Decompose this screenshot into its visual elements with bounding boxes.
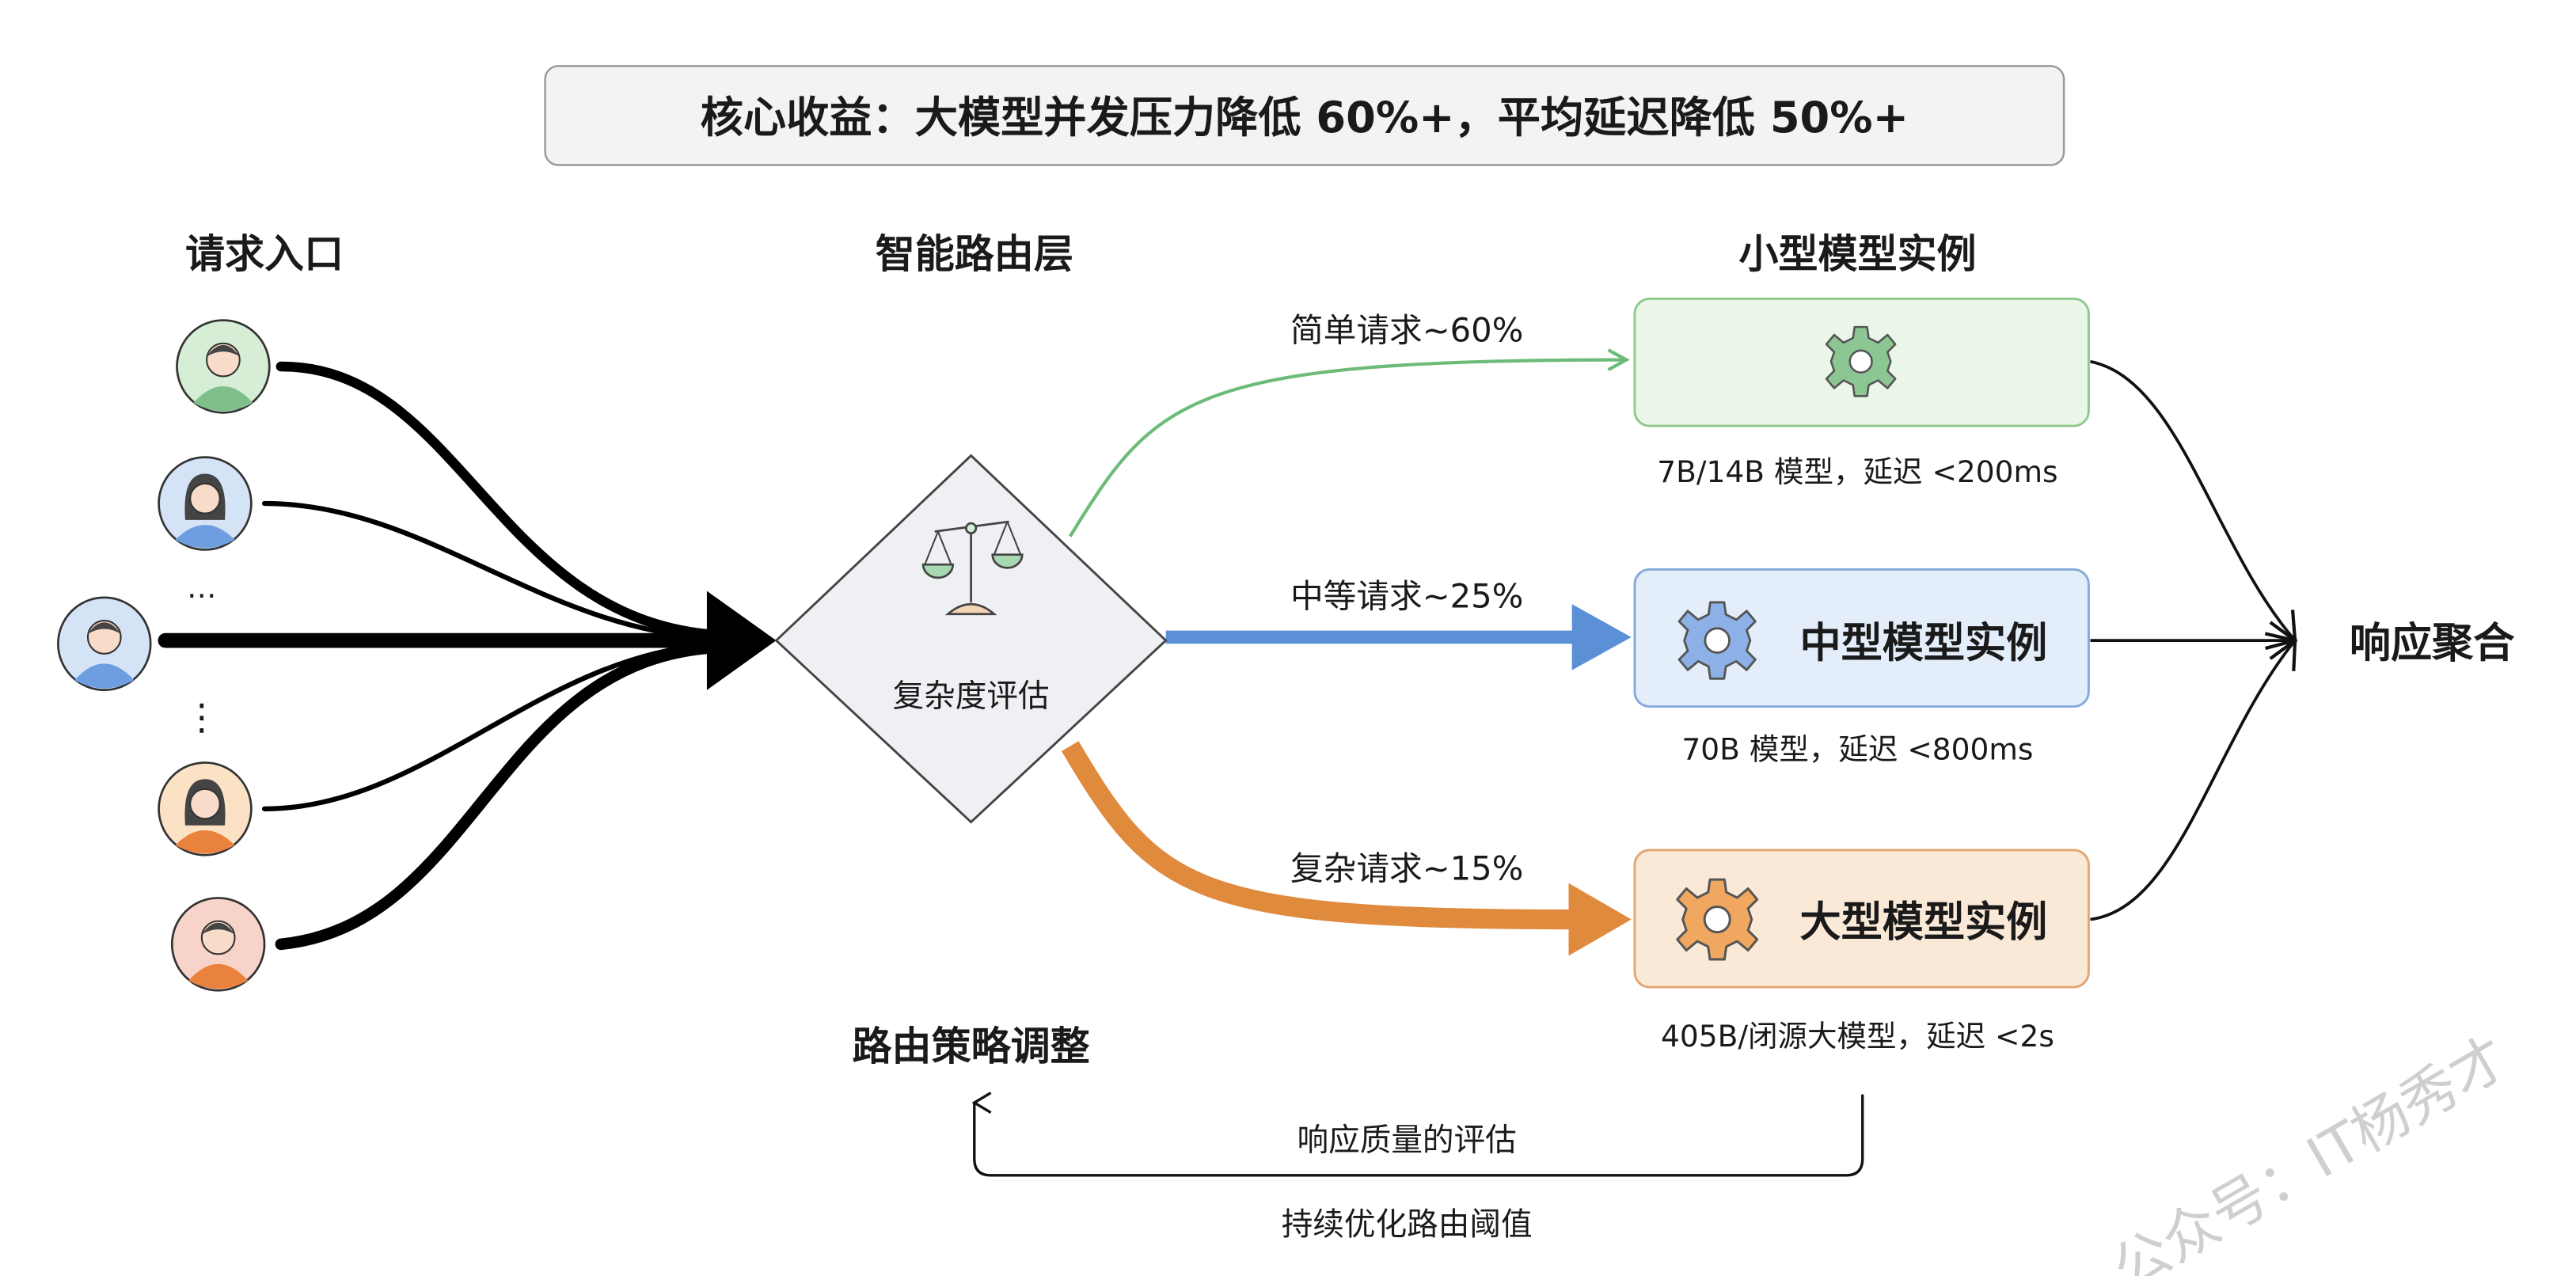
route-line-simple xyxy=(1068,360,1627,537)
header-entry: 请求入口 xyxy=(185,231,344,277)
ellipsis-vertical: ⋮ xyxy=(184,696,220,739)
route-label-medium: 中等请求~25% xyxy=(1290,576,1523,615)
request-line-1 xyxy=(275,361,732,641)
watermark: 公众号：IT杨秀才 xyxy=(2102,1024,2519,1276)
feedback-bottom-label: 持续优化路由阈值 xyxy=(1282,1206,1533,1243)
request-line-2 xyxy=(261,500,730,642)
feedback-loop-line xyxy=(971,1092,1864,1177)
medium-model-title: 中型模型实例 xyxy=(1799,620,2047,667)
feedback-top-label: 响应质量的评估 xyxy=(1297,1122,1517,1159)
header-small-models: 小型模型实例 xyxy=(1738,231,1976,277)
strategy-adjust-label: 路由策略调整 xyxy=(853,1023,1090,1069)
gear-icon xyxy=(1825,325,1897,397)
route-arrowhead-complex xyxy=(1568,883,1632,956)
avatar-user-2 xyxy=(158,456,253,551)
route-label-complex: 复杂请求~15% xyxy=(1290,849,1523,888)
avatar-user-3 xyxy=(57,596,152,692)
incoming-arrowhead xyxy=(706,591,777,690)
avatar-user-1 xyxy=(176,319,271,414)
small-model-desc: 7B/14B 模型，延迟 <200ms xyxy=(1657,454,2057,489)
aggregation-lines xyxy=(2090,359,2298,921)
request-line-5 xyxy=(275,641,733,951)
incoming-request-lines xyxy=(158,361,735,951)
banner-text: 核心收益：大模型并发压力降低 60%+，平均延迟降低 50%+ xyxy=(701,93,1909,142)
complexity-label: 复杂度评估 xyxy=(893,678,1050,715)
route-label-simple: 简单请求~60% xyxy=(1290,311,1523,350)
avatar-user-5 xyxy=(170,897,266,992)
response-aggregation-label: 响应聚合 xyxy=(2350,620,2515,667)
medium-model-box: 中型模型实例 xyxy=(1633,568,2090,708)
complexity-evaluator: 复杂度评估 xyxy=(774,454,1168,824)
scale-icon xyxy=(921,520,1024,616)
route-line-complex xyxy=(1061,741,1577,930)
gear-icon xyxy=(1677,601,1757,680)
large-model-box: 大型模型实例 xyxy=(1633,849,2090,989)
avatar-user-4 xyxy=(158,761,253,856)
header-router: 智能路由层 xyxy=(876,231,1073,277)
benefit-banner: 核心收益：大模型并发压力降低 60%+，平均延迟降低 50%+ xyxy=(544,65,2065,166)
route-arrowhead-medium xyxy=(1571,604,1632,670)
small-model-box xyxy=(1633,297,2090,427)
large-model-title: 大型模型实例 xyxy=(1799,898,2047,946)
large-model-desc: 405B/闭源大模型，延迟 <2s xyxy=(1661,1019,2054,1054)
ellipsis-horizontal: … xyxy=(187,570,217,605)
gear-icon xyxy=(1676,878,1759,961)
medium-model-desc: 70B 模型，延迟 <800ms xyxy=(1681,731,2033,766)
